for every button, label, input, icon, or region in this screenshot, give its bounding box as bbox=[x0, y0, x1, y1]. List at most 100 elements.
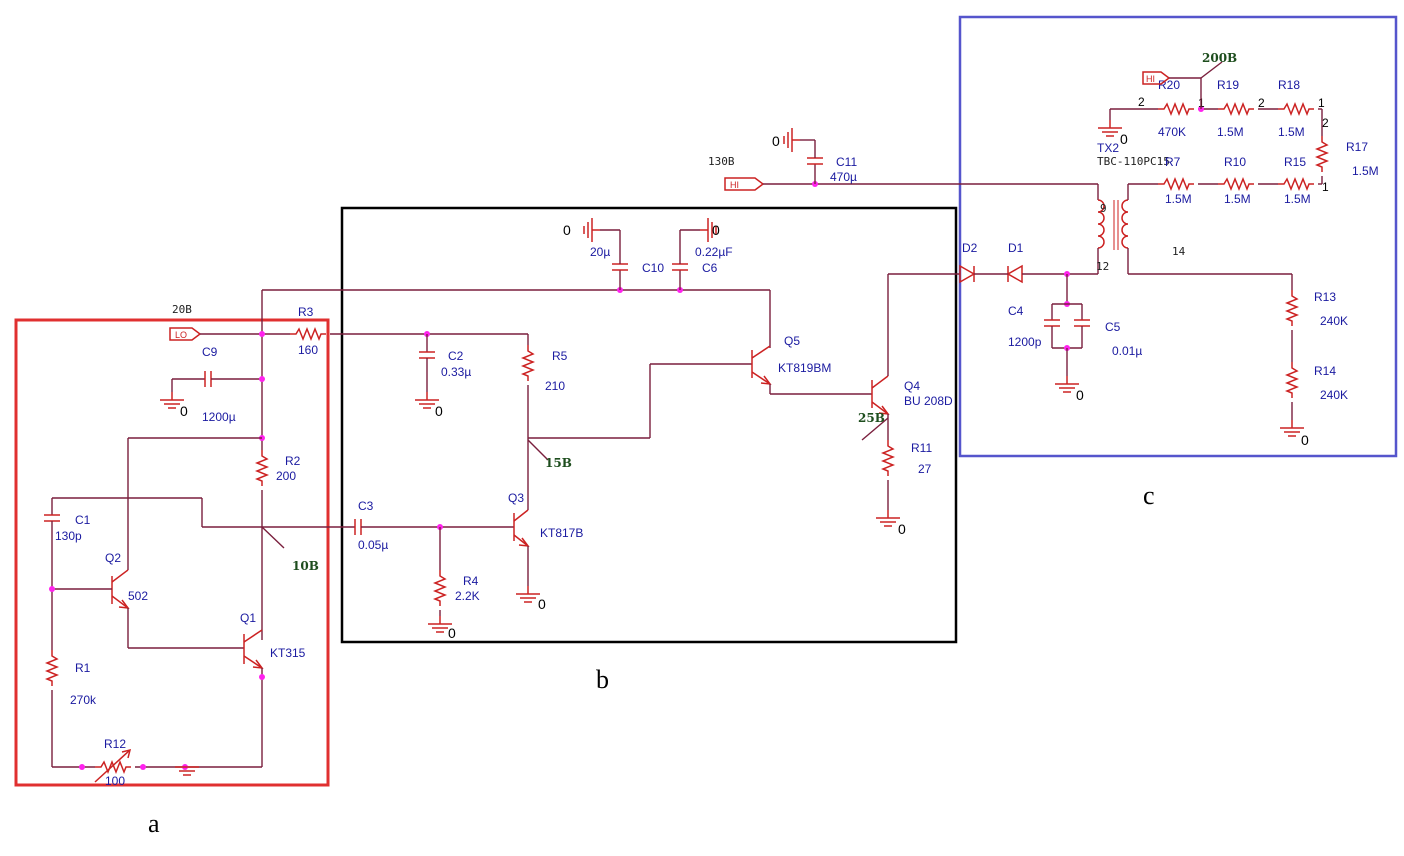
svg-text:Q1: Q1 bbox=[240, 611, 256, 625]
svg-text:KT819BM: KT819BM bbox=[778, 361, 831, 375]
svg-text:0.33µ: 0.33µ bbox=[441, 365, 471, 379]
svg-text:0: 0 bbox=[435, 403, 443, 419]
svg-text:R18: R18 bbox=[1278, 78, 1300, 92]
svg-text:9: 9 bbox=[1100, 202, 1107, 215]
svg-text:TX2: TX2 bbox=[1097, 141, 1119, 155]
svg-text:R1: R1 bbox=[75, 661, 91, 675]
resistor-r14 bbox=[1286, 361, 1298, 399]
svg-text:C3: C3 bbox=[358, 499, 374, 513]
lo-port: LO bbox=[169, 327, 202, 341]
svg-text:1.5M: 1.5M bbox=[1217, 125, 1244, 139]
svg-text:BU 208D: BU 208D bbox=[904, 394, 953, 408]
resistor-r4 bbox=[434, 569, 446, 607]
section-label-a: a bbox=[148, 809, 160, 838]
resistor-r18 bbox=[1277, 103, 1315, 115]
svg-text:TBC-110PC15: TBC-110PC15 bbox=[1097, 155, 1170, 168]
svg-text:R5: R5 bbox=[552, 349, 568, 363]
section-c: D2 D1 0 C4 1200p C5 0.01µ bbox=[959, 51, 1379, 448]
svg-text:0: 0 bbox=[772, 133, 780, 149]
resistor-r10 bbox=[1217, 178, 1255, 190]
svg-text:470µ: 470µ bbox=[830, 170, 857, 184]
svg-text:1.5M: 1.5M bbox=[1284, 192, 1311, 206]
svg-text:210: 210 bbox=[545, 379, 565, 393]
svg-text:2: 2 bbox=[1258, 96, 1265, 110]
svg-text:C1: C1 bbox=[75, 513, 91, 527]
resistor-r19 bbox=[1217, 103, 1255, 115]
svg-text:C10: C10 bbox=[642, 261, 664, 275]
svg-text:2: 2 bbox=[1138, 95, 1145, 109]
svg-text:1: 1 bbox=[1322, 180, 1329, 194]
svg-text:D1: D1 bbox=[1008, 241, 1024, 255]
svg-text:130B: 130B bbox=[708, 155, 735, 168]
svg-text:2.2K: 2.2K bbox=[455, 589, 480, 603]
section-label-b: b bbox=[596, 665, 609, 694]
svg-text:R15: R15 bbox=[1284, 155, 1306, 169]
svg-text:D2: D2 bbox=[962, 241, 978, 255]
svg-text:240K: 240K bbox=[1320, 388, 1348, 402]
hi-feed: HI 130B 0 C11 470µ bbox=[708, 127, 1098, 191]
svg-text:R10: R10 bbox=[1224, 155, 1246, 169]
svg-text:0: 0 bbox=[898, 521, 906, 537]
svg-text:LO: LO bbox=[175, 330, 187, 340]
resistor-r7 bbox=[1157, 178, 1195, 190]
section-c-box bbox=[958, 15, 1398, 458]
svg-text:10B: 10B bbox=[292, 559, 319, 573]
svg-text:Q3: Q3 bbox=[508, 491, 524, 505]
resistor-r5 bbox=[522, 344, 534, 382]
resistor-r13 bbox=[1286, 289, 1298, 327]
section-a: LO 20B R3 160 0 C9 1200µ R2 200 10B bbox=[44, 289, 770, 788]
svg-text:R13: R13 bbox=[1314, 290, 1336, 304]
svg-text:0.05µ: 0.05µ bbox=[358, 538, 388, 552]
svg-text:Q2: Q2 bbox=[105, 551, 121, 565]
svg-text:C6: C6 bbox=[702, 261, 718, 275]
svg-text:160: 160 bbox=[298, 343, 318, 357]
svg-text:0: 0 bbox=[1120, 131, 1128, 147]
svg-text:25B: 25B bbox=[858, 411, 885, 425]
resistor-r2 bbox=[256, 449, 268, 487]
svg-text:KT315: KT315 bbox=[270, 646, 306, 660]
svg-text:240K: 240K bbox=[1320, 314, 1348, 328]
svg-text:HI: HI bbox=[1146, 74, 1155, 84]
svg-text:2: 2 bbox=[1322, 116, 1329, 130]
svg-text:27: 27 bbox=[918, 462, 932, 476]
svg-text:200B: 200B bbox=[1202, 51, 1237, 65]
svg-text:KT817B: KT817B bbox=[540, 526, 583, 540]
svg-text:HI: HI bbox=[730, 180, 739, 190]
svg-text:502: 502 bbox=[128, 589, 148, 603]
svg-text:C5: C5 bbox=[1105, 320, 1121, 334]
svg-text:R17: R17 bbox=[1346, 140, 1368, 154]
svg-text:Q4: Q4 bbox=[904, 379, 920, 393]
svg-text:0: 0 bbox=[712, 222, 720, 238]
svg-text:270k: 270k bbox=[70, 693, 97, 707]
resistor-r12 bbox=[94, 761, 132, 773]
svg-text:1200µ: 1200µ bbox=[202, 410, 236, 424]
resistor-r11 bbox=[882, 439, 894, 477]
svg-text:1.5M: 1.5M bbox=[1278, 125, 1305, 139]
section-b: 0 C2 0.33µ R5 210 15B C3 0.05µ 0 R4 2.2K bbox=[354, 217, 960, 641]
section-b-box bbox=[340, 206, 958, 644]
svg-text:1200p: 1200p bbox=[1008, 335, 1042, 349]
svg-text:1.5M: 1.5M bbox=[1352, 164, 1379, 178]
svg-text:R2: R2 bbox=[285, 454, 301, 468]
svg-text:R7: R7 bbox=[1165, 155, 1181, 169]
svg-text:C4: C4 bbox=[1008, 304, 1024, 318]
svg-text:R3: R3 bbox=[298, 305, 314, 319]
svg-text:0: 0 bbox=[563, 222, 571, 238]
svg-text:C2: C2 bbox=[448, 349, 464, 363]
svg-text:0.22µF: 0.22µF bbox=[695, 245, 733, 259]
svg-text:20µ: 20µ bbox=[590, 245, 610, 259]
section-label-c: c bbox=[1143, 481, 1155, 510]
resistor-r3 bbox=[289, 328, 327, 340]
svg-text:1: 1 bbox=[1318, 96, 1325, 110]
svg-text:14: 14 bbox=[1172, 245, 1186, 258]
svg-text:R14: R14 bbox=[1314, 364, 1336, 378]
svg-text:R4: R4 bbox=[463, 574, 479, 588]
svg-text:100: 100 bbox=[105, 774, 125, 788]
svg-text:0: 0 bbox=[448, 625, 456, 641]
svg-text:R11: R11 bbox=[911, 441, 932, 455]
svg-text:0: 0 bbox=[538, 596, 546, 612]
svg-text:0: 0 bbox=[1301, 432, 1309, 448]
svg-text:200: 200 bbox=[276, 469, 296, 483]
svg-text:1.5M: 1.5M bbox=[1224, 192, 1251, 206]
